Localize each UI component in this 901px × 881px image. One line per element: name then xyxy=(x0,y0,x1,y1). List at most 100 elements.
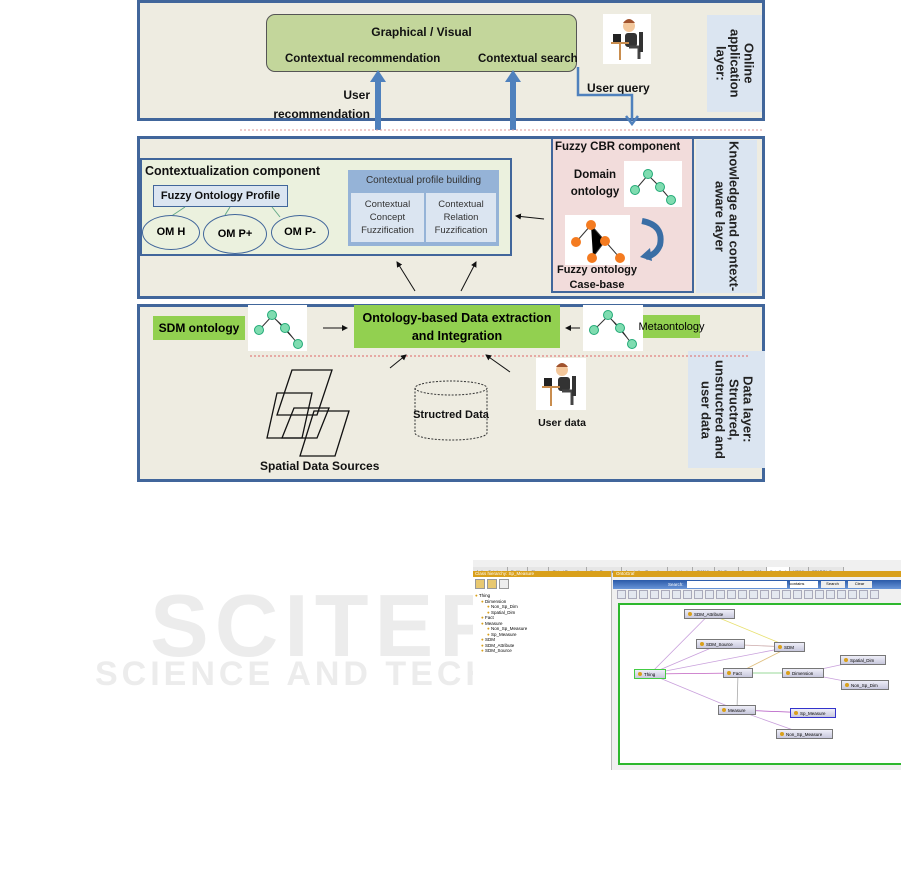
metaontology: Metaontology xyxy=(638,315,705,338)
class-icon xyxy=(786,671,790,675)
graph-node-label: SDM_Attribute xyxy=(694,611,724,617)
graph-tool-icon[interactable] xyxy=(804,590,813,599)
graph-tool-icon[interactable] xyxy=(661,590,670,599)
tree-item[interactable]: ● Sp_Measure xyxy=(475,632,609,638)
graph-node-label: Fact xyxy=(733,670,742,676)
spatial-data-sources-icon xyxy=(266,369,350,457)
graph-tool-icon[interactable] xyxy=(705,590,714,599)
graph-tool-icon[interactable] xyxy=(639,590,648,599)
tree-item[interactable]: ● Non_Sp_Measure xyxy=(475,626,609,632)
graph-node-sdm[interactable]: SDM xyxy=(774,642,805,652)
graph-tool-icon[interactable] xyxy=(749,590,758,599)
class-icon: ● xyxy=(481,648,485,653)
tree-item[interactable]: ● SDM xyxy=(475,637,609,643)
class-icon: ● xyxy=(481,637,485,642)
protege-window: Active OntologyEntitiesClassesObject Pro… xyxy=(473,560,901,770)
graph-tool-icon[interactable] xyxy=(760,590,769,599)
tree-item[interactable]: ● Thing xyxy=(475,593,609,599)
class-icon xyxy=(638,672,642,676)
graph-tool-icon[interactable] xyxy=(672,590,681,599)
class-icon xyxy=(844,658,848,662)
graph-tool-icon[interactable] xyxy=(859,590,868,599)
graph-edges xyxy=(649,613,866,735)
graph-node-spatial_dim[interactable]: Spatial_Dim xyxy=(840,655,886,665)
add-sibling-icon[interactable] xyxy=(487,579,497,589)
graph-edge xyxy=(736,672,739,711)
graph-node-sp_measure[interactable]: Sp_Measure xyxy=(790,708,836,718)
tree-item[interactable]: ● Dimension xyxy=(475,599,609,605)
contextual-recommendation: Contextual recommendation xyxy=(285,53,441,65)
graph-node-thing[interactable]: Thing xyxy=(634,669,666,679)
graph-tool-icon[interactable] xyxy=(870,590,879,599)
class-icon: ● xyxy=(487,604,491,609)
tree-item[interactable]: ● Fact xyxy=(475,615,609,621)
tree-item-label: Dimension xyxy=(484,598,507,604)
domain-ontology-graph-icon xyxy=(624,161,682,207)
graph-tool-icon[interactable] xyxy=(727,590,736,599)
graph-tool-icon[interactable] xyxy=(837,590,846,599)
graph-node-sdm_attribute[interactable]: SDM_Attribute xyxy=(684,609,735,619)
class-icon: ● xyxy=(475,593,479,598)
tree-item[interactable]: ● SDM_Source xyxy=(475,648,609,654)
graph-tool-icon[interactable] xyxy=(683,590,692,599)
data-integration-box: Ontology-based Data extraction and Integ… xyxy=(354,305,560,348)
graph-node-measure[interactable]: Measure xyxy=(718,705,756,715)
graph-tool-icon[interactable] xyxy=(628,590,637,599)
online-application-layer xyxy=(137,0,765,121)
graph-edge xyxy=(649,673,738,711)
graph-tool-icon[interactable] xyxy=(617,590,626,599)
tree-item-label: Fact xyxy=(484,615,494,620)
user-query-label: User query xyxy=(587,81,650,95)
graph-tool-icon[interactable] xyxy=(650,590,659,599)
tree-item[interactable]: ● Spatial_Dim xyxy=(475,610,609,616)
class-icon xyxy=(780,732,784,736)
user-query-arrow xyxy=(576,67,634,120)
graph-tool-icon[interactable] xyxy=(815,590,824,599)
graph-tool-icon[interactable] xyxy=(694,590,703,599)
graph-edge xyxy=(649,646,790,675)
user-data-label: User data xyxy=(538,417,586,429)
cbr-title: Fuzzy CBR component xyxy=(555,141,681,153)
graph-tool-icon[interactable] xyxy=(793,590,802,599)
tree-item[interactable]: ● Non_Sp_Dim xyxy=(475,604,609,610)
user-at-computer-icon xyxy=(603,14,651,64)
tree-item-label: SDM_Attribute xyxy=(484,642,515,648)
tree-item-label: Non_Sp_Measure xyxy=(490,626,528,631)
domain-ontology-label: Domain ontology xyxy=(570,169,620,198)
graph-node-label: Sp_Measure xyxy=(800,710,826,716)
tree-item-label: Measure xyxy=(484,620,503,626)
search-button[interactable]: Search xyxy=(820,581,845,588)
user-data-icon xyxy=(536,358,586,410)
hierarchy-toolbar xyxy=(473,577,611,591)
delete-class-icon[interactable] xyxy=(499,579,509,589)
graph-tool-icon[interactable] xyxy=(738,590,747,599)
graph-node-sdm_source[interactable]: SDM_Source xyxy=(696,639,745,649)
graph-tool-icon[interactable] xyxy=(782,590,791,599)
tree-item-label: Non_Sp_Dim xyxy=(490,604,518,609)
graph-tool-icon[interactable] xyxy=(716,590,725,599)
sdm-ontology: SDM ontology xyxy=(153,316,245,340)
match-mode-select[interactable]: contains xyxy=(789,581,818,588)
class-icon: ● xyxy=(481,615,485,620)
search-input[interactable] xyxy=(686,581,787,588)
add-subclass-icon[interactable] xyxy=(475,579,485,589)
graph-node-non_sp_dim[interactable]: Non_Sp_Dim xyxy=(841,680,889,690)
graph-tool-icon[interactable] xyxy=(848,590,857,599)
tree-item[interactable]: ● SDM_Attribute xyxy=(475,643,609,649)
graph-tool-icon[interactable] xyxy=(826,590,835,599)
graph-edge xyxy=(649,613,710,675)
knowledge-layer-label: Knowledge and context-aware layer xyxy=(696,140,757,293)
case-base-label: Fuzzy ontology Case-base xyxy=(556,264,638,291)
graph-toolbar xyxy=(613,589,901,601)
graph-node-dimension[interactable]: Dimension xyxy=(782,668,824,678)
om-h: OM H xyxy=(142,215,200,250)
graph-tool-icon[interactable] xyxy=(771,590,780,599)
class-icon xyxy=(727,671,731,675)
user-recommendation-label: User recommendation xyxy=(273,88,370,121)
graph-node-fact[interactable]: Fact xyxy=(723,668,753,678)
clear-button[interactable]: Clear xyxy=(847,581,872,588)
tree-item[interactable]: ● Measure xyxy=(475,621,609,627)
graph-node-non_sp_measure[interactable]: Non_Sp_Measure xyxy=(776,729,833,739)
class-tree: ● Thing● Dimension● Non_Sp_Dim● Spatial_… xyxy=(473,591,611,656)
